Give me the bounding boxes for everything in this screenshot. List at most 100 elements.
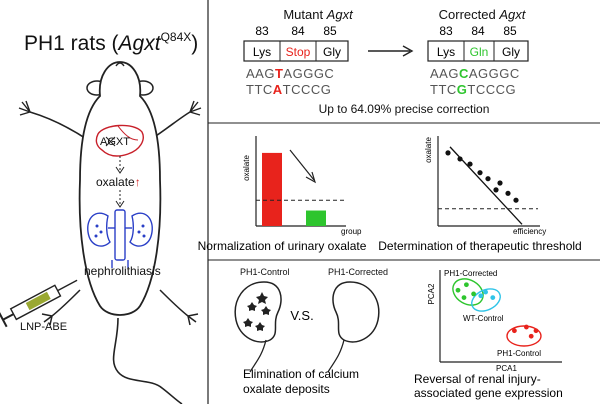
scatter-point-7 xyxy=(505,190,511,196)
liver-cross-icon xyxy=(105,136,116,147)
arrowhead-icon xyxy=(115,200,125,208)
bar-1 xyxy=(306,210,326,226)
pca-points xyxy=(455,282,539,339)
kidney-label-corrected: PH1-Corrected xyxy=(328,267,388,277)
threshold-x-label: efficiency xyxy=(513,227,546,236)
pca-y-label: PCA2 xyxy=(427,283,436,304)
threshold-points xyxy=(438,146,538,225)
oxalate-arrow xyxy=(289,149,315,181)
pca-point-2-1 xyxy=(524,324,529,330)
corrected-title: Corrected Agxt xyxy=(439,7,527,22)
scatter-point-8 xyxy=(513,197,519,203)
calcium-oxalate-deposits-icon xyxy=(243,292,271,331)
pca-point-2-0 xyxy=(512,328,517,334)
pca-point-2-2 xyxy=(533,328,539,334)
corrected-pos-85: 85 xyxy=(503,24,517,38)
mutant-codon-lys: Lys xyxy=(253,45,271,59)
pca-point-0-1 xyxy=(464,282,469,288)
mutant-codon-gly: Gly xyxy=(323,45,341,59)
mutant-title: Mutant Agxt xyxy=(283,7,354,22)
rat-left-arm xyxy=(29,111,89,141)
pca-x-label: PCA1 xyxy=(496,364,517,373)
rat-panel-title: PH1 rats (AgxtQ84X) xyxy=(24,30,198,55)
scatter-point-6 xyxy=(497,180,503,186)
scatter-point-0 xyxy=(445,150,451,156)
oxalate-caption: Normalization of urinary oxalate xyxy=(198,239,367,253)
scatter-point-2 xyxy=(467,161,473,167)
pca-point-0-0 xyxy=(455,287,461,293)
editing-panel: Mutant Agxt 83 84 85 Lys Stop Gly AAGTAG… xyxy=(243,7,529,116)
liver-label: AGXT xyxy=(100,136,130,148)
pca-point-0-2 xyxy=(471,291,476,297)
pca-ellipse-control xyxy=(506,325,542,347)
pca-label-control: PH1-Control xyxy=(497,349,541,358)
corrected-pos-84: 84 xyxy=(471,24,485,38)
pca-label-corrected: PH1-Corrected xyxy=(444,269,497,278)
corrected-kidney-icon xyxy=(332,281,380,343)
rat-panel: PH1 rats (AgxtQ84X) AGXT oxalate↑ xyxy=(0,30,202,404)
corrected-codon-box xyxy=(427,40,529,62)
kidney-label-control: PH1-Control xyxy=(240,267,290,277)
threshold-panel: oxalate efficiency Determination of ther… xyxy=(378,136,582,253)
rat-right-paw xyxy=(189,100,202,116)
pca-ellipse-wt xyxy=(471,288,501,312)
threshold-y-label: oxalate xyxy=(424,137,433,163)
mutant-seq-top: AAGTAGGGC xyxy=(246,66,334,81)
bar-0 xyxy=(262,152,282,226)
corrected-seq-bottom: TTCGTCCCG xyxy=(430,82,516,97)
corrected-ureter xyxy=(327,339,345,373)
scatter-point-4 xyxy=(485,176,491,182)
corrected-pos-83: 83 xyxy=(439,24,453,38)
mutant-pos-85: 85 xyxy=(323,24,337,38)
mutant-codon-box xyxy=(243,40,349,62)
arrowhead-icon xyxy=(402,45,414,57)
oxalate-label: oxalate↑ xyxy=(96,175,141,189)
scatter-point-3 xyxy=(477,170,483,176)
control-kidney-icon xyxy=(234,281,282,343)
corrected-codon-lys: Lys xyxy=(437,45,455,59)
scatter-point-1 xyxy=(457,156,463,162)
kidney-panel: PH1-Control PH1-Corrected V.S. Eliminati… xyxy=(234,267,388,396)
oxalate-y-label: oxalate xyxy=(242,155,251,181)
pca-point-1-2 xyxy=(490,295,496,300)
pca-ellipse-corrected xyxy=(452,278,484,306)
syringe-icon xyxy=(0,279,78,328)
rat-body xyxy=(78,61,162,316)
oxalate-x-label: group xyxy=(341,227,362,236)
rat-right-foot xyxy=(159,289,199,326)
liver-lobe xyxy=(117,125,139,141)
pca-caption-line2: associated gene expression xyxy=(414,386,563,400)
corrected-seq-top: AAGCAGGGC xyxy=(430,66,520,81)
syringe-label: LNP-ABE xyxy=(20,321,67,333)
pca-label-wt: WT-Control xyxy=(463,314,504,323)
pca-point-1-0 xyxy=(478,293,484,299)
pca-point-1-1 xyxy=(483,289,488,295)
liver-icon xyxy=(95,124,144,157)
mutant-codon-stop: Stop xyxy=(286,45,311,59)
rat-left-foot xyxy=(41,289,81,326)
pca-point-2-3 xyxy=(528,333,534,339)
pca-point-0-3 xyxy=(461,295,467,300)
oxalate-panel: oxalate group Normalization of urinary o… xyxy=(198,136,367,253)
mutant-pos-84: 84 xyxy=(291,24,305,38)
pca-panel: PCA2 PCA1 PH1-Corrected WT-Control PH1-C… xyxy=(414,269,563,400)
rat-tail xyxy=(112,317,183,404)
control-ureter xyxy=(249,339,267,373)
kidney-caption-line1: Elimination of calcium xyxy=(243,367,359,381)
rat-nose xyxy=(115,62,125,67)
scatter-point-5 xyxy=(493,187,499,193)
nephrolithiasis-label: nephrolithiasis xyxy=(84,264,161,278)
kidney-caption-line2: oxalate deposits xyxy=(243,382,330,396)
editing-caption: Up to 64.09% precise correction xyxy=(319,102,490,116)
corrected-codon-gln: Gln xyxy=(470,45,489,59)
vs-label: V.S. xyxy=(290,308,313,323)
mutant-pos-83: 83 xyxy=(255,24,269,38)
arrowhead-icon xyxy=(305,171,316,184)
threshold-caption: Determination of therapeutic threshold xyxy=(378,239,581,253)
corrected-codon-gly: Gly xyxy=(502,45,520,59)
rat-left-paw xyxy=(18,100,31,116)
kidney-stones-icon xyxy=(94,224,146,238)
kidneys-icon xyxy=(87,209,153,268)
